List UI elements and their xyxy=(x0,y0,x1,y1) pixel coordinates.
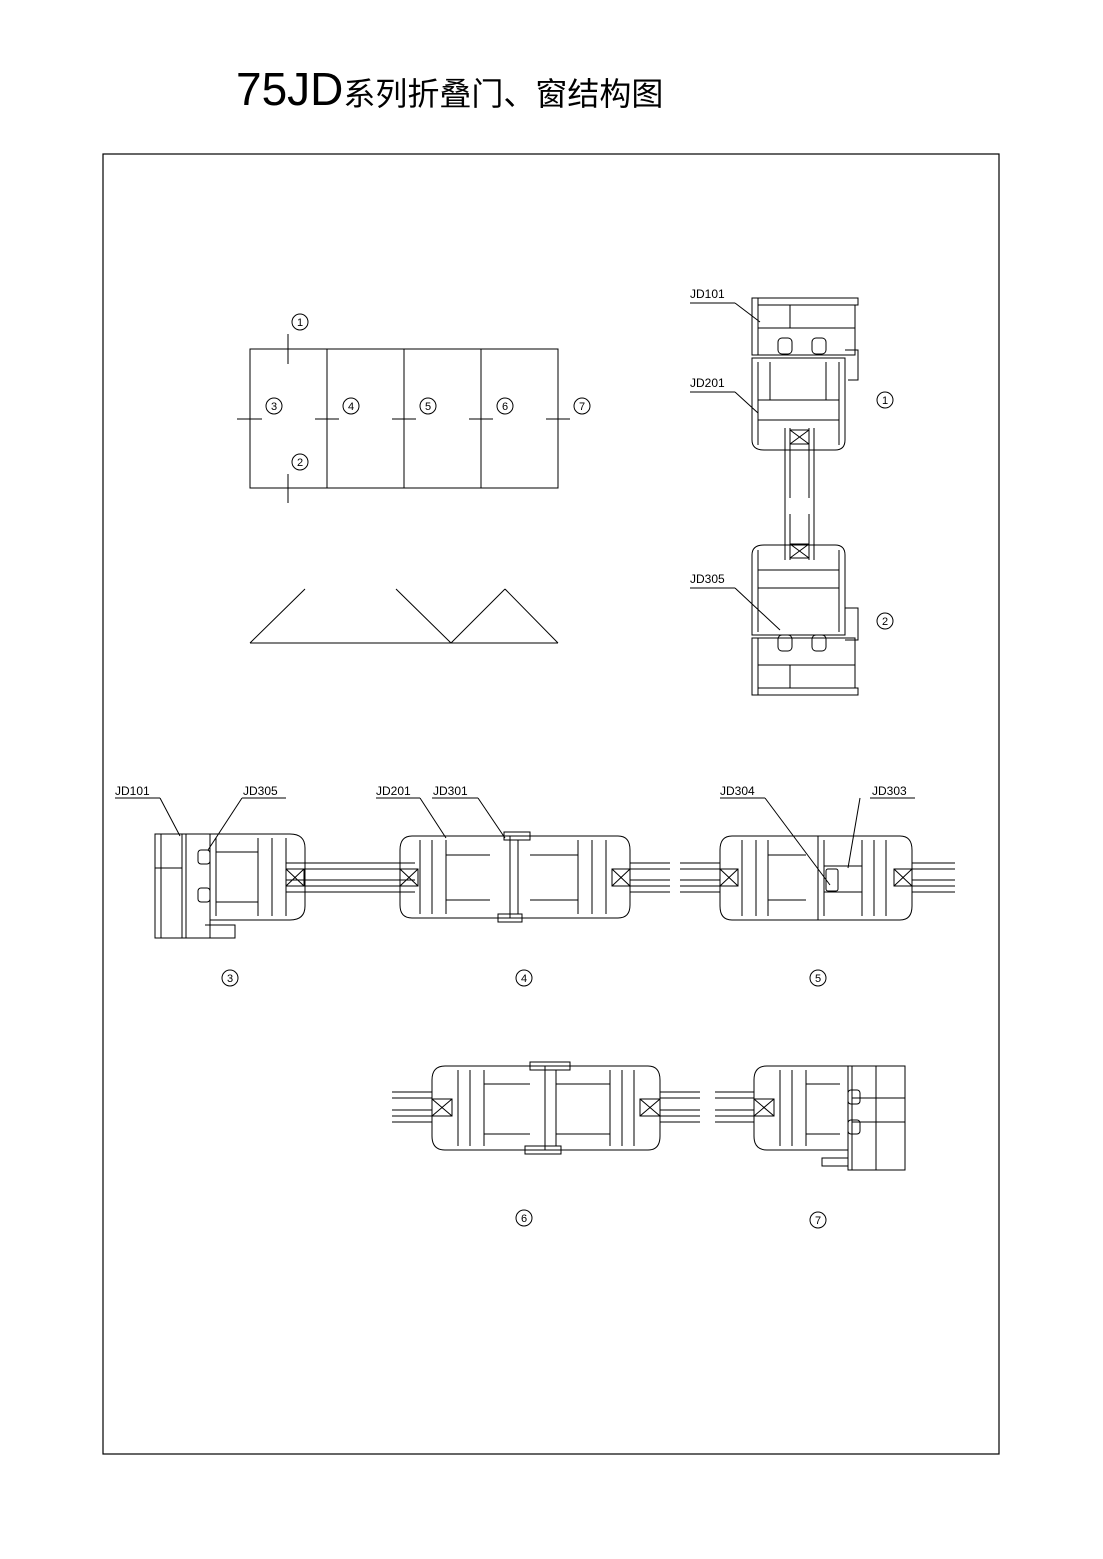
section-marker-5: 5 xyxy=(419,397,437,415)
profile-sash-bottom xyxy=(751,544,859,641)
leader-jd305 xyxy=(734,587,781,631)
section-4-horizontal xyxy=(345,797,670,923)
label-section3-a: JD101 xyxy=(115,784,150,798)
marker-label: 7 xyxy=(815,1215,821,1227)
leader-jd201 xyxy=(734,391,759,414)
section-marker-1: 1 xyxy=(291,313,309,331)
leader-jd303 xyxy=(847,797,861,869)
marker-label: 1 xyxy=(297,317,303,329)
leader-jd101 xyxy=(734,302,761,323)
section-marker-3-detail: 3 xyxy=(221,969,239,987)
section-marker-6-detail: 6 xyxy=(515,1209,533,1227)
profile-jd101-top xyxy=(751,297,859,381)
label-section5-b: JD303 xyxy=(872,784,907,798)
section-1-2-vertical xyxy=(690,297,859,696)
marker-label: 3 xyxy=(227,973,233,985)
section-marker-2-vertical: 2 xyxy=(876,612,894,630)
marker-label: 5 xyxy=(425,401,431,413)
label-jd101-vertical: JD101 xyxy=(690,287,725,301)
profile-jd201 xyxy=(751,357,846,451)
page-title: 75JD系列折叠门、窗结构图 xyxy=(236,66,663,112)
drawing-border xyxy=(102,153,1000,1455)
section-marker-1-vertical: 1 xyxy=(876,391,894,409)
marker-label: 2 xyxy=(882,616,888,628)
section-marker-3: 3 xyxy=(265,397,283,415)
leader-jd304 xyxy=(764,797,831,886)
marker-label: 4 xyxy=(348,401,354,413)
glass-vertical xyxy=(784,428,815,560)
label-section4-a: JD201 xyxy=(376,784,411,798)
section-marker-2: 2 xyxy=(291,453,309,471)
section-5-horizontal xyxy=(680,797,955,921)
leader-jd305 xyxy=(207,797,243,851)
label-section3-b: JD305 xyxy=(243,784,278,798)
marker-label: 5 xyxy=(815,973,821,985)
title-series-name: 系列折叠门、窗结构图 xyxy=(343,75,664,113)
marker-label: 1 xyxy=(882,395,888,407)
section-marker-5-detail: 5 xyxy=(809,969,827,987)
label-jd201-vertical: JD201 xyxy=(690,376,725,390)
marker-label: 2 xyxy=(297,457,303,469)
section-6-horizontal xyxy=(392,1061,700,1155)
elevation-plan: 1 2 3 4 5 6 7 xyxy=(237,313,591,503)
title-series-code: 75JD xyxy=(236,63,344,115)
leader-jd101 xyxy=(159,797,181,837)
section-marker-6: 6 xyxy=(496,397,514,415)
marker-label: 4 xyxy=(521,973,527,985)
section-3-horizontal xyxy=(115,797,347,939)
profile-jd305-bottom xyxy=(751,634,859,696)
marker-label: 3 xyxy=(271,401,277,413)
leader-jd201 xyxy=(419,797,447,839)
marker-label: 6 xyxy=(502,401,508,413)
label-section5-a: JD304 xyxy=(720,784,755,798)
leader-jd301 xyxy=(477,797,506,839)
label-section4-b: JD301 xyxy=(433,784,468,798)
marker-label: 6 xyxy=(521,1213,527,1225)
marker-label: 7 xyxy=(579,401,585,413)
section-marker-7-detail: 7 xyxy=(809,1211,827,1229)
fold-diagram xyxy=(249,588,559,644)
section-7-horizontal xyxy=(715,1065,906,1171)
section-marker-4-detail: 4 xyxy=(515,969,533,987)
label-jd305-vertical: JD305 xyxy=(690,572,725,586)
section-marker-7: 7 xyxy=(573,397,591,415)
section-marker-4: 4 xyxy=(342,397,360,415)
